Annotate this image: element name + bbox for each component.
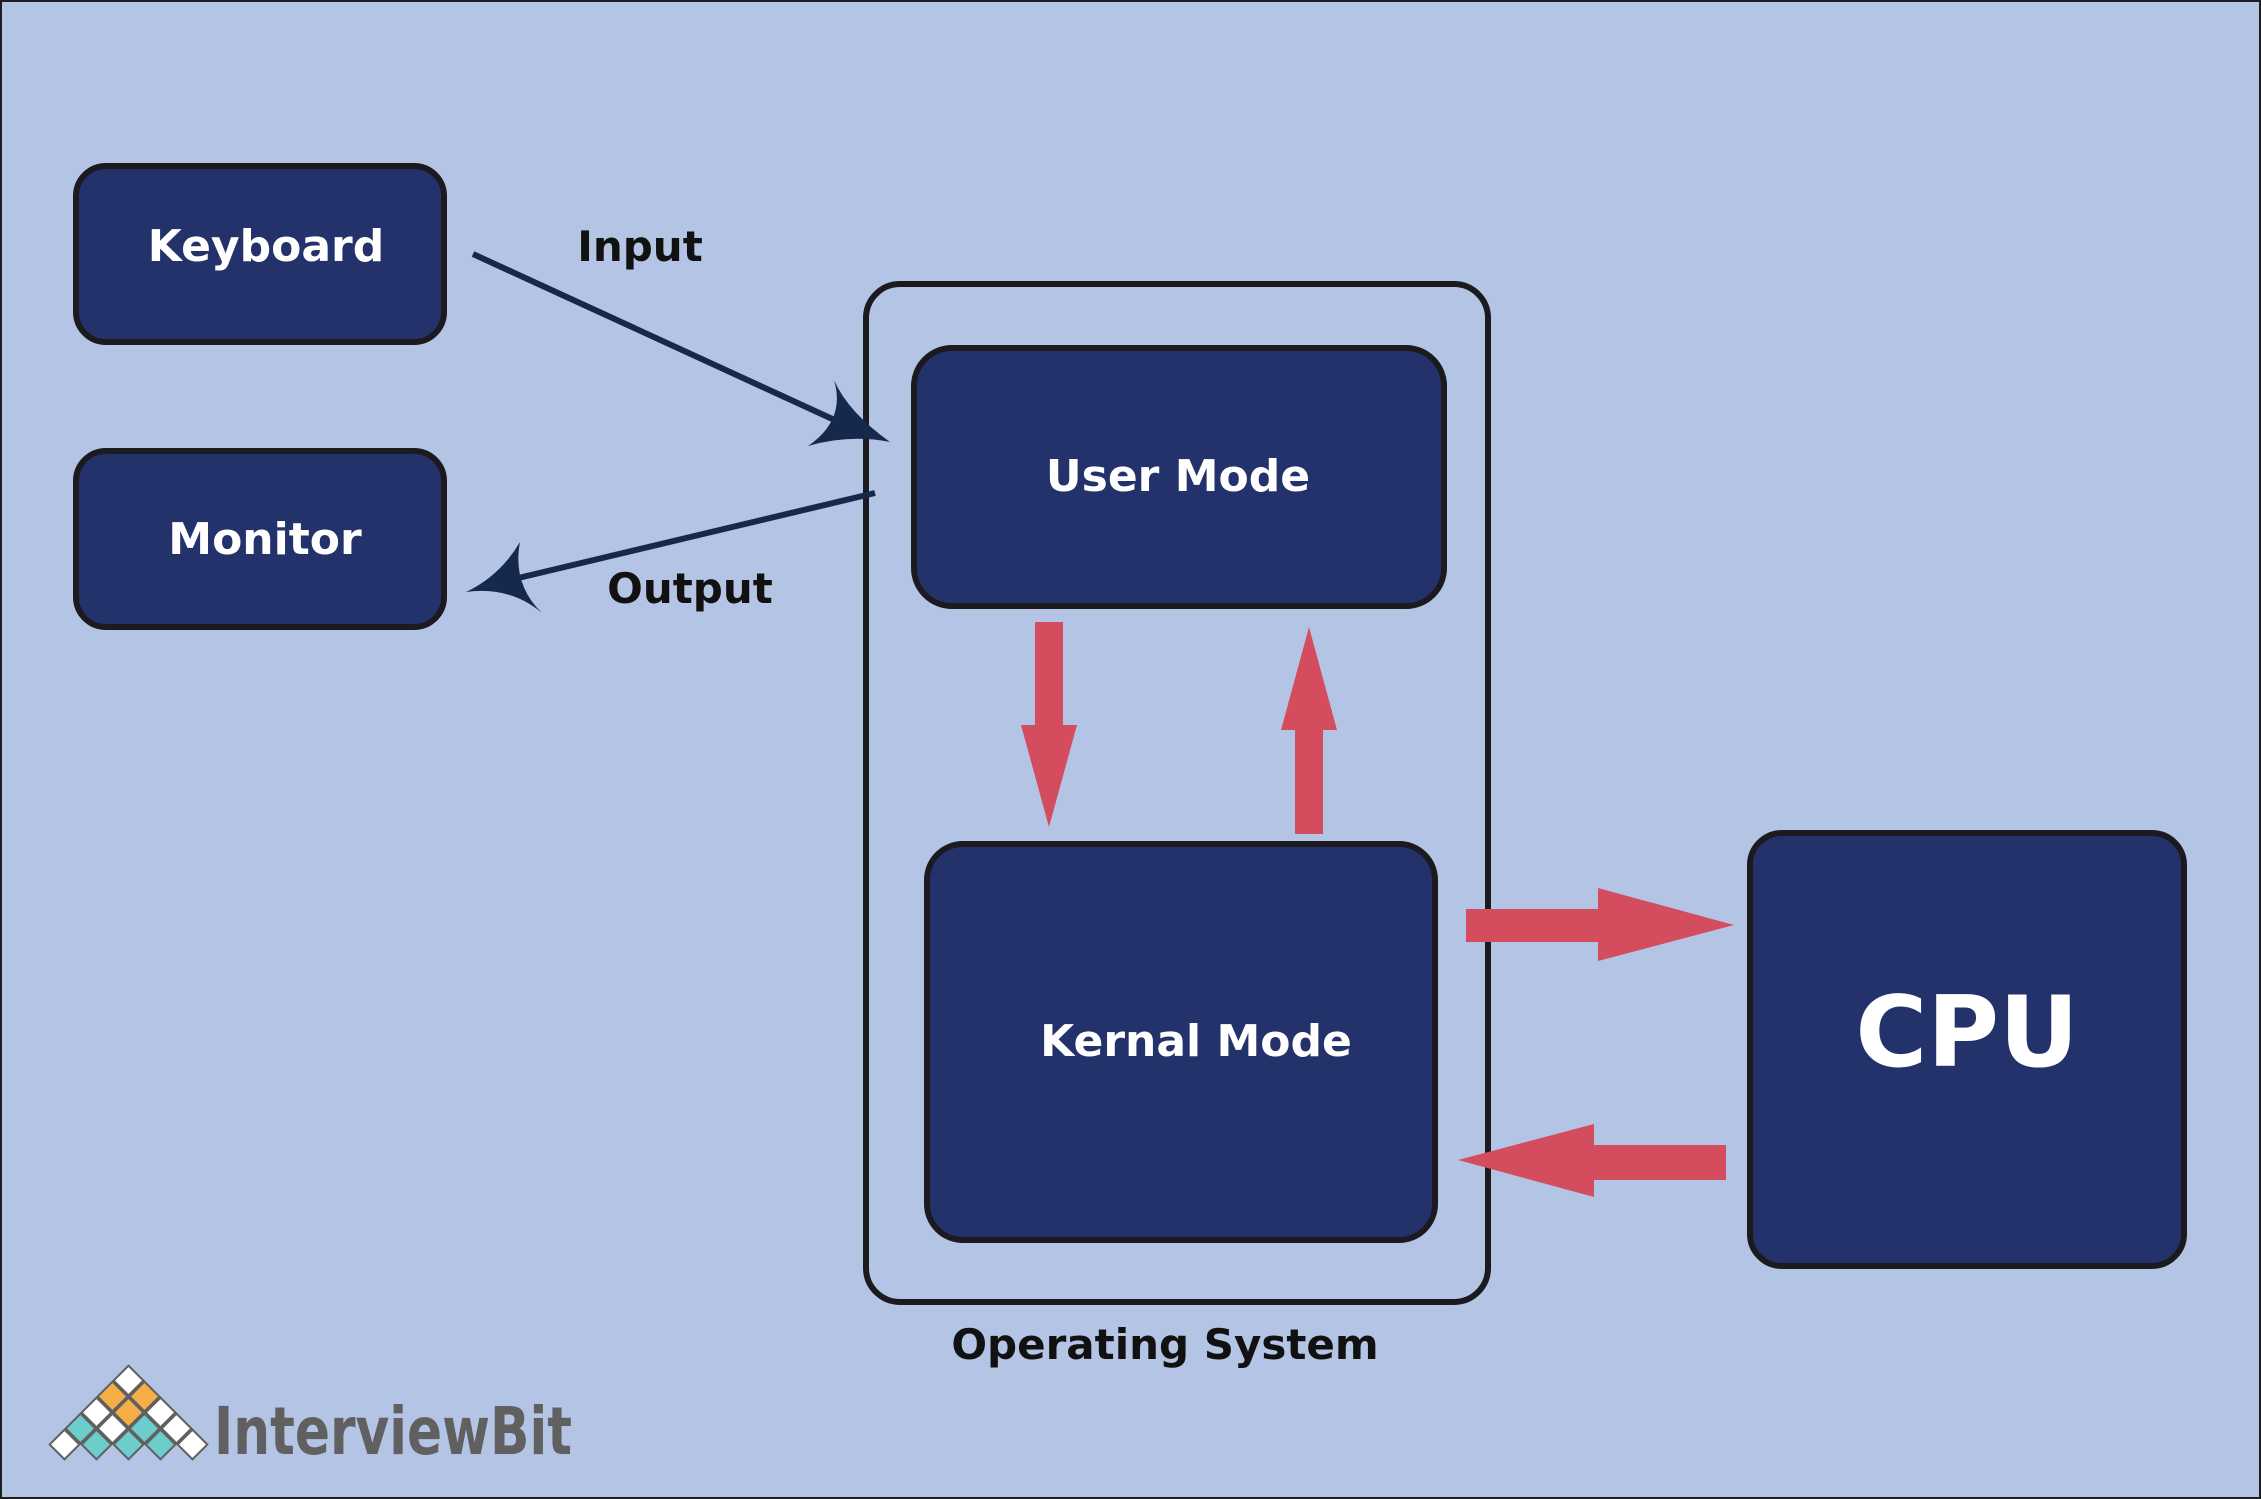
user-mode-label: User Mode bbox=[1046, 451, 1310, 502]
monitor-label: Monitor bbox=[168, 514, 362, 565]
cpu-node: CPU bbox=[1747, 830, 2187, 1269]
input-label: Input bbox=[577, 222, 703, 271]
operating-system-container bbox=[863, 281, 1491, 1305]
monitor-node: Monitor bbox=[73, 448, 447, 630]
kernel-to-user-arrow bbox=[1281, 627, 1337, 834]
user-mode-node: User Mode bbox=[911, 345, 1447, 609]
logo-diamond-mark bbox=[48, 1364, 209, 1461]
input-arrow bbox=[471, 251, 890, 446]
keyboard-node: Keyboard bbox=[73, 163, 447, 345]
keyboard-label: Keyboard bbox=[148, 221, 384, 272]
kernel-to-cpu-arrow bbox=[1466, 888, 1734, 961]
output-arrow bbox=[466, 490, 876, 613]
logo-text: InterviewBit bbox=[214, 1393, 572, 1470]
cpu-to-kernel-arrow bbox=[1458, 1124, 1726, 1197]
output-label: Output bbox=[607, 564, 773, 613]
interviewbit-logo: InterviewBit bbox=[48, 1364, 572, 1470]
operating-system-label: Operating System bbox=[951, 1320, 1378, 1369]
kernel-mode-node: Kernal Mode bbox=[924, 841, 1438, 1243]
kernel-mode-label: Kernal Mode bbox=[1040, 1016, 1352, 1067]
cpu-label: CPU bbox=[1855, 976, 2078, 1090]
user-to-kernel-arrow bbox=[1021, 622, 1077, 827]
